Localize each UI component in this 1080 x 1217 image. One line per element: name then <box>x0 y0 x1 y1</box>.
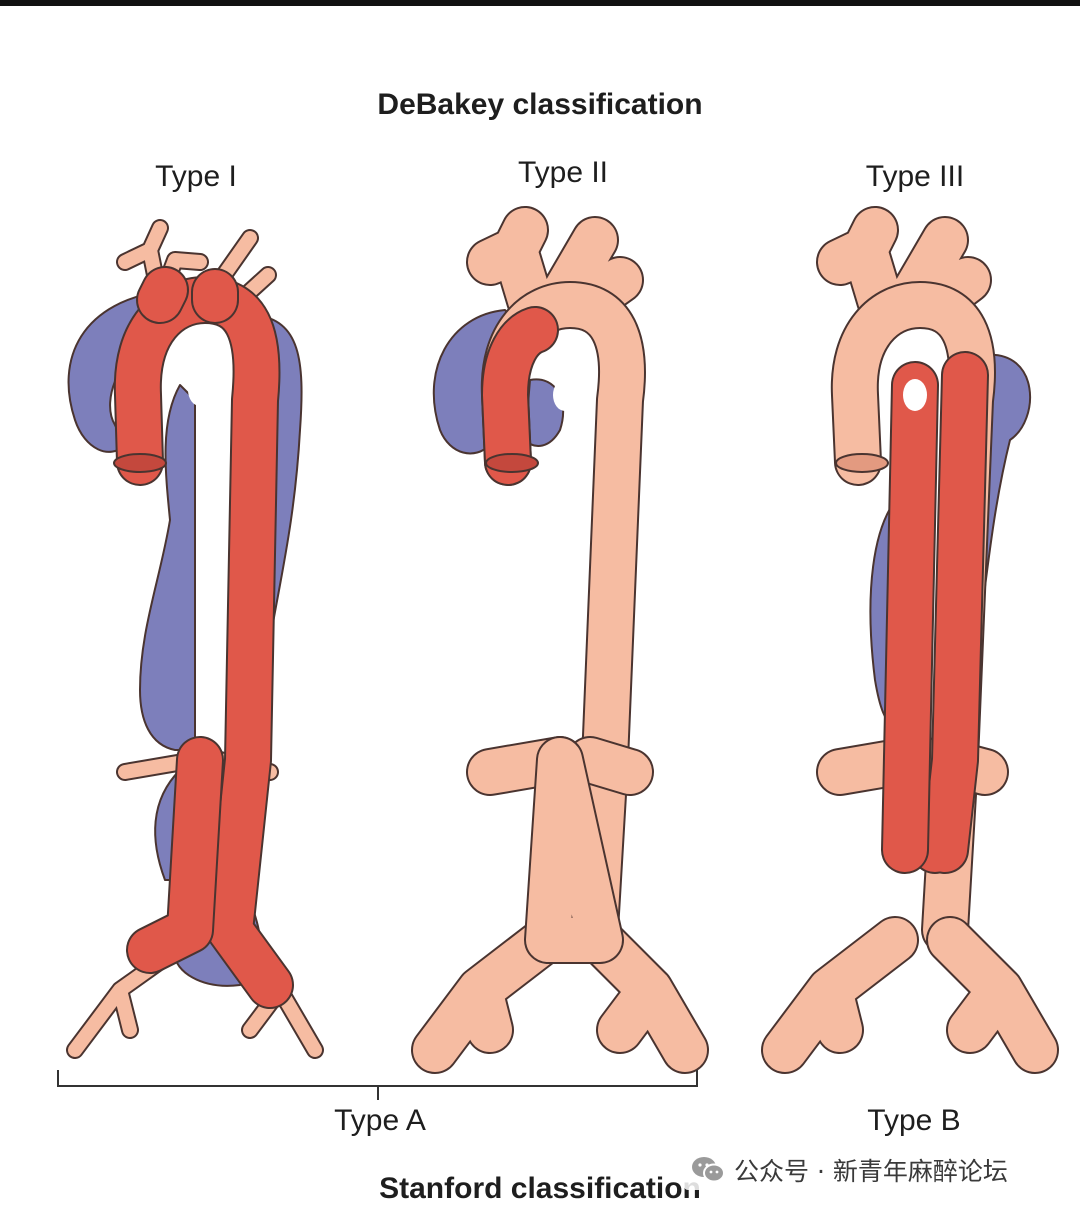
stanford-type-a-label: Type A <box>334 1104 426 1137</box>
vessel-type-2 <box>413 918 707 1072</box>
debakey-type-3-label: Type III <box>865 160 965 193</box>
stanford-type-a-bracket <box>57 1070 698 1100</box>
aortic-root-type-2 <box>485 453 539 473</box>
true-lumen-type-3 <box>913 353 987 872</box>
watermark: 公众号 · 新青年麻醉论坛 <box>684 1150 1014 1190</box>
aorta-type-3 <box>761 206 1059 1074</box>
debakey-type-1-label: Type I <box>155 160 237 193</box>
arch-hole-type-3 <box>903 379 927 411</box>
stanford-type-b-label: Type B <box>867 1104 961 1137</box>
wechat-icon <box>692 1157 725 1183</box>
top-bar <box>0 0 1080 6</box>
aorta-type-1 <box>66 219 324 1059</box>
true-lumen-type-1 <box>138 268 237 322</box>
vessel-type-3 <box>818 208 990 327</box>
debakey-title: DeBakey classification <box>377 88 703 121</box>
arch-hole-type-2 <box>553 379 577 411</box>
debakey-type-2-label: Type II <box>517 156 609 189</box>
stanford-title: Stanford classification <box>379 1172 701 1205</box>
vessel-type-1 <box>68 933 322 1057</box>
aortic-root-type-1 <box>113 453 167 473</box>
true-lumen-type-1 <box>128 738 222 972</box>
aortic-root-type-3 <box>835 453 889 473</box>
vessel-type-2 <box>526 738 622 962</box>
vessel-type-2 <box>468 208 642 327</box>
vessel-type-3 <box>763 918 1057 1072</box>
true-lumen-type-3 <box>883 363 937 872</box>
watermark-text: 公众号 · 新青年麻醉论坛 <box>734 1157 1008 1186</box>
true-lumen-type-2 <box>483 308 557 484</box>
arch-hole-type-1 <box>188 374 212 406</box>
aorta-type-2 <box>411 206 709 1074</box>
